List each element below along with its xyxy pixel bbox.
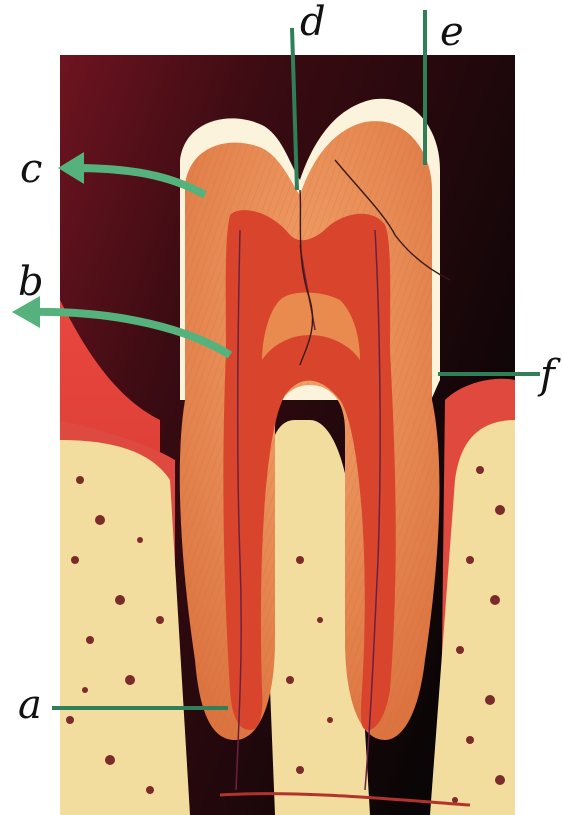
label-a: a (18, 682, 42, 728)
label-b: b (18, 259, 44, 305)
label-c: c (20, 146, 42, 192)
label-e: e (440, 9, 464, 55)
label-f: f (537, 352, 561, 398)
label-d: d (300, 0, 326, 45)
jaw-bone (60, 440, 190, 815)
